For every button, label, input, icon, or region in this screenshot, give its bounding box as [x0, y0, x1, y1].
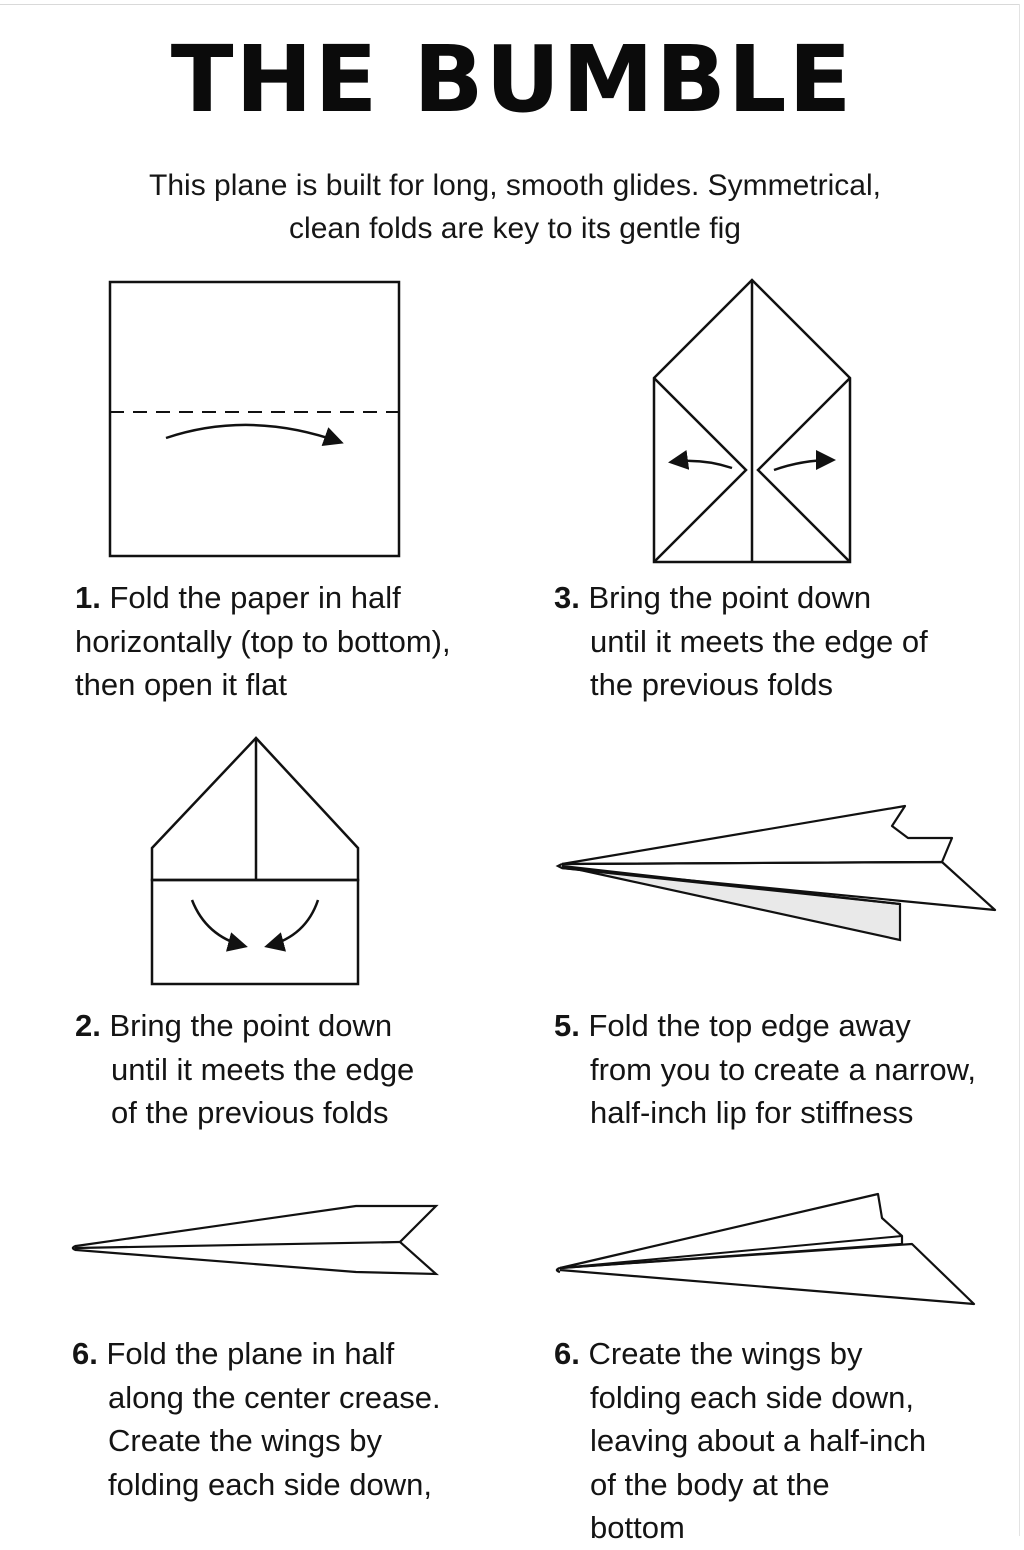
- step-6-text: 6. Fold the plane in half along the cent…: [72, 1332, 441, 1506]
- plane-outline: [74, 1204, 439, 1276]
- step-5-diagram: [555, 804, 997, 942]
- step-line: Bring the point down: [109, 1008, 393, 1043]
- step-3-text: 3. Bring the point down until it meets t…: [554, 576, 928, 707]
- left-diagonal-creases: [653, 377, 748, 563]
- plane-lip-shading: [561, 864, 902, 942]
- step-1-text: 1. Fold the paper in half horizontally (…: [75, 576, 451, 707]
- plane-nose: [555, 1266, 561, 1274]
- step-number: 6.: [554, 1336, 580, 1371]
- step-line: folding each side down,: [590, 1379, 915, 1415]
- plane-lower-wing: [559, 1242, 976, 1306]
- top-border: [0, 4, 1020, 5]
- right-curved-arrow-icon: [264, 899, 320, 952]
- step-line: horizontally (top to bottom),: [75, 623, 451, 659]
- step-5-text: 5. Fold the top edge away from you to cr…: [554, 1004, 976, 1135]
- step-line: until it meets the edge: [111, 1051, 415, 1087]
- right-arrow-icon: [773, 450, 836, 472]
- house-outline: [652, 278, 852, 564]
- right-diagonal-creases: [756, 377, 851, 563]
- step-line: of the body at the: [590, 1466, 830, 1502]
- folded-flap: [150, 878, 360, 986]
- step-6-diagram: [71, 1204, 439, 1276]
- step-2-text: 2. Bring the point down until it meets t…: [75, 1004, 414, 1135]
- step-line: along the center crease.: [108, 1379, 441, 1415]
- paper-sheet: [108, 280, 401, 558]
- step-line: Fold the plane in half: [106, 1336, 395, 1371]
- left-arrow-icon: [668, 449, 733, 470]
- left-curved-arrow-icon: [190, 899, 248, 952]
- step-number: 3.: [554, 580, 580, 615]
- step-line: half-inch lip for stiffness: [590, 1095, 914, 1130]
- intro-line: clean folds are key to its gentle fig: [289, 212, 741, 245]
- step-number: 5.: [554, 1008, 580, 1043]
- step-number: 2.: [75, 1008, 101, 1043]
- plane-center-line: [75, 1240, 401, 1250]
- step-line: from you to create a narrow,: [590, 1051, 976, 1087]
- step-line: folding each side down,: [108, 1466, 433, 1502]
- intro-text: This plane is built for long, smooth gli…: [80, 164, 950, 250]
- step-1-diagram: [108, 280, 401, 558]
- step-3-diagram: [652, 278, 852, 564]
- intro-line: This plane is built for long, smooth gli…: [149, 169, 881, 202]
- page-title: THE BUMBLE: [170, 26, 854, 133]
- step-6b-text: 6. Create the wings by folding each side…: [554, 1332, 926, 1550]
- step-line: leaving about a half-inch: [590, 1423, 927, 1458]
- house-outline: [150, 736, 360, 882]
- step-line: then open it flat: [75, 667, 287, 702]
- plane-nose: [71, 1244, 77, 1252]
- plane-body: [561, 860, 997, 912]
- step-line: of the previous folds: [111, 1095, 389, 1130]
- step-line: Create the wings by: [108, 1423, 382, 1458]
- fold-arrow-icon: [165, 423, 344, 447]
- step-line: Fold the paper in half: [109, 580, 401, 615]
- step-number: 6.: [72, 1336, 98, 1371]
- step-2-diagram: [150, 736, 360, 986]
- plane-crease: [559, 1235, 903, 1269]
- step-number: 1.: [75, 580, 101, 615]
- step-line: Create the wings by: [588, 1336, 863, 1371]
- step-6b-diagram: [555, 1192, 976, 1306]
- plane-nose: [555, 863, 901, 906]
- step-line: Fold the top edge away: [588, 1008, 911, 1043]
- step-line: Bring the point down: [588, 580, 872, 615]
- step-line: until it meets the edge of: [590, 623, 928, 659]
- step-line: bottom: [590, 1510, 685, 1545]
- plane-top-wing: [561, 804, 954, 866]
- right-border: [1019, 4, 1020, 1536]
- step-line: the previous folds: [590, 667, 833, 702]
